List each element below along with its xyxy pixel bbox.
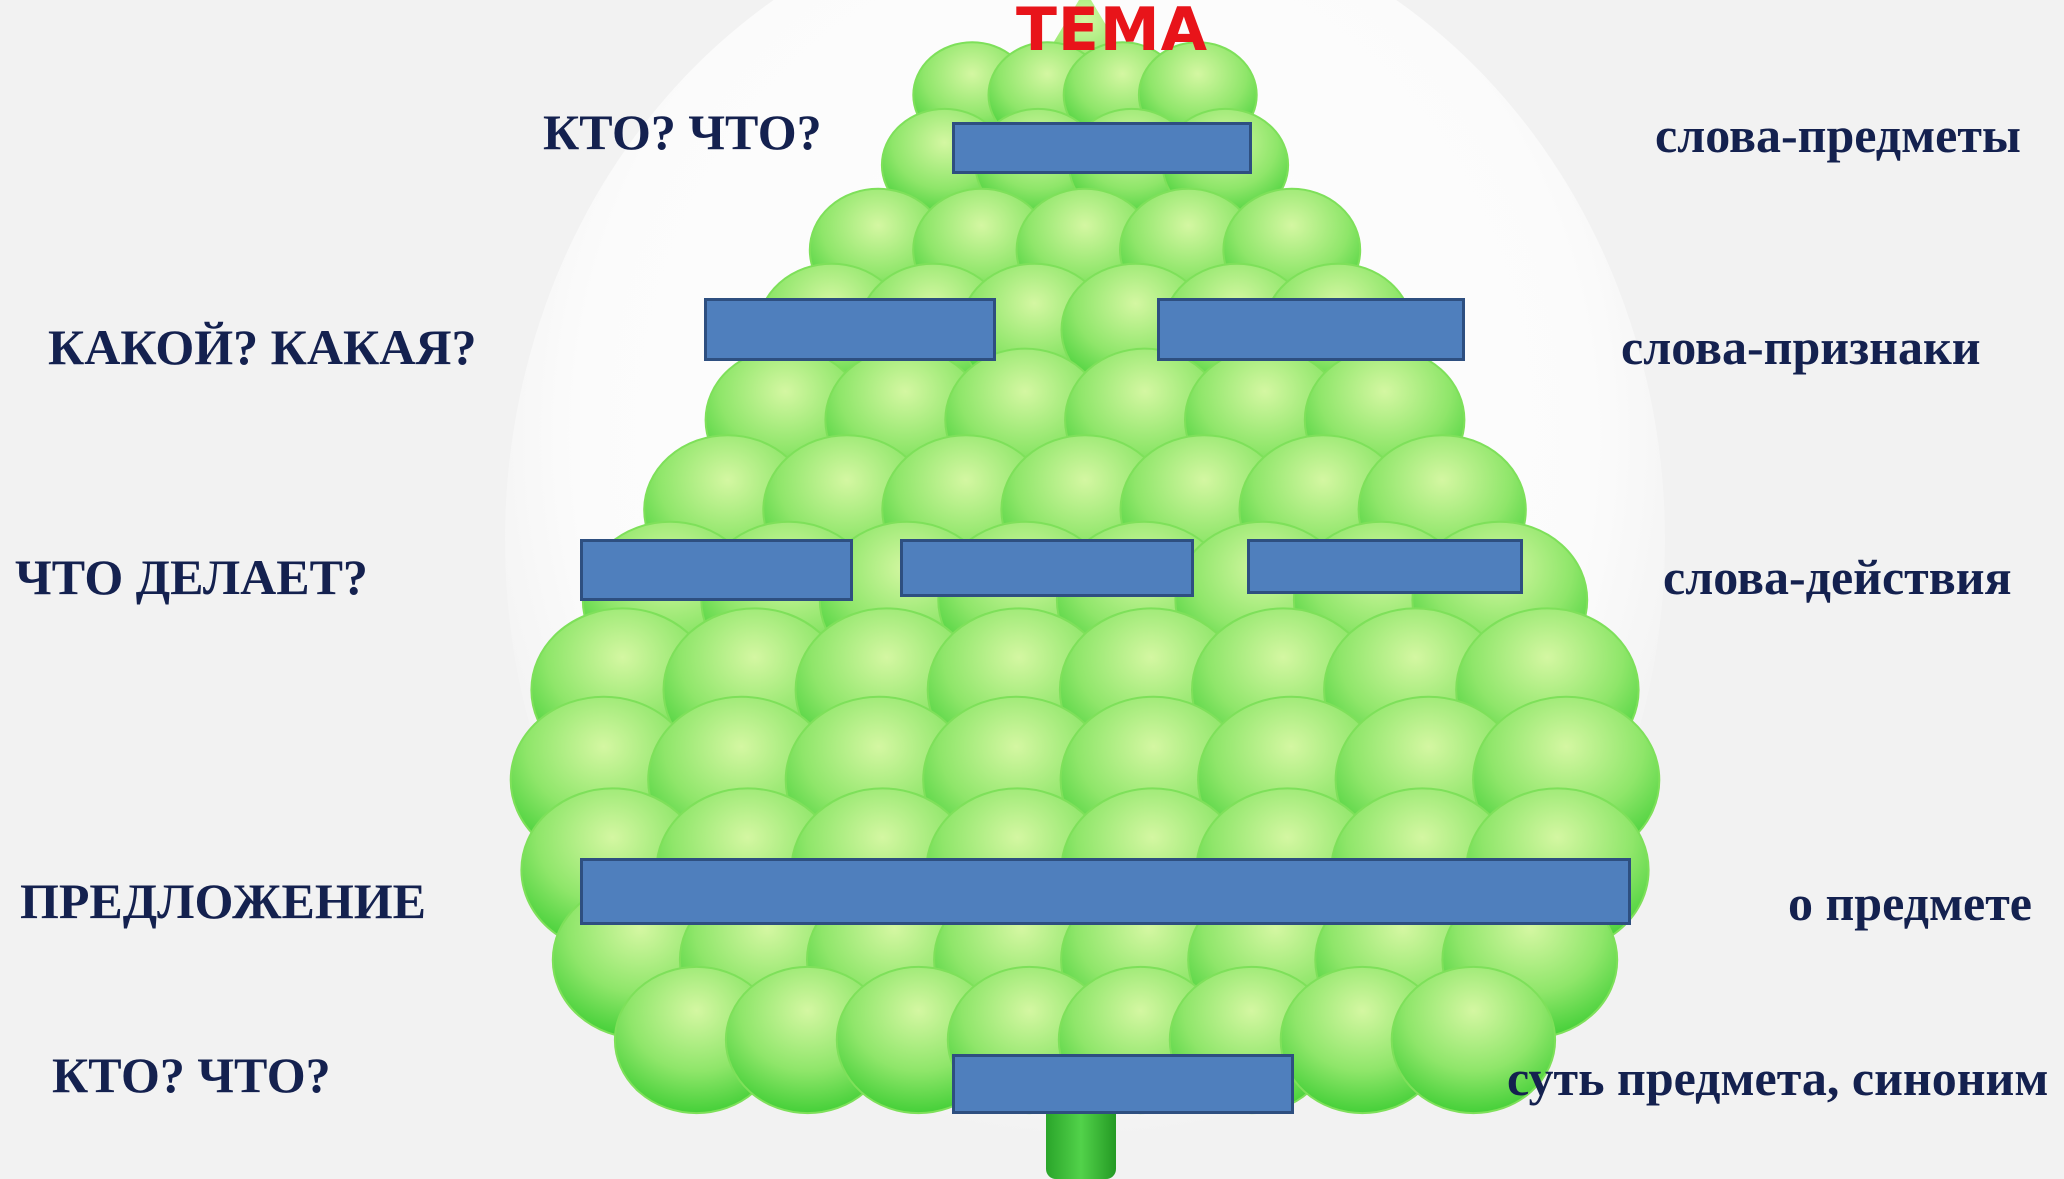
- meaning-label-4: о предмете: [1788, 875, 2032, 931]
- answer-box-3-2[interactable]: [900, 539, 1194, 597]
- answer-box-2-1[interactable]: [704, 298, 996, 361]
- tree-scale: [1390, 965, 1557, 1115]
- meaning-label-2: слова-признаки: [1621, 319, 1981, 375]
- sentence-box[interactable]: [580, 858, 1631, 925]
- meaning-label-3: слова-действия: [1663, 549, 2012, 605]
- question-label-3: ЧТО ДЕЛАЕТ?: [15, 549, 368, 605]
- answer-box-3-3[interactable]: [1247, 539, 1523, 594]
- page-title: ТЕМА: [1016, 0, 1209, 65]
- tree-trunk: [1046, 1100, 1116, 1179]
- answer-box-5-1[interactable]: [952, 1054, 1294, 1114]
- meaning-label-1: слова-предметы: [1655, 107, 2021, 163]
- question-label-5: КТО? ЧТО?: [52, 1047, 331, 1103]
- meaning-label-5: суть предмета, синоним: [1507, 1050, 2049, 1106]
- answer-box-3-1[interactable]: [580, 539, 853, 601]
- question-label-1: КТО? ЧТО?: [543, 104, 822, 160]
- question-label-4: ПРЕДЛОЖЕНИЕ: [20, 873, 427, 929]
- answer-box-2-2[interactable]: [1157, 298, 1465, 361]
- answer-box-1-1[interactable]: [952, 122, 1252, 174]
- question-label-2: КАКОЙ? КАКАЯ?: [48, 319, 477, 375]
